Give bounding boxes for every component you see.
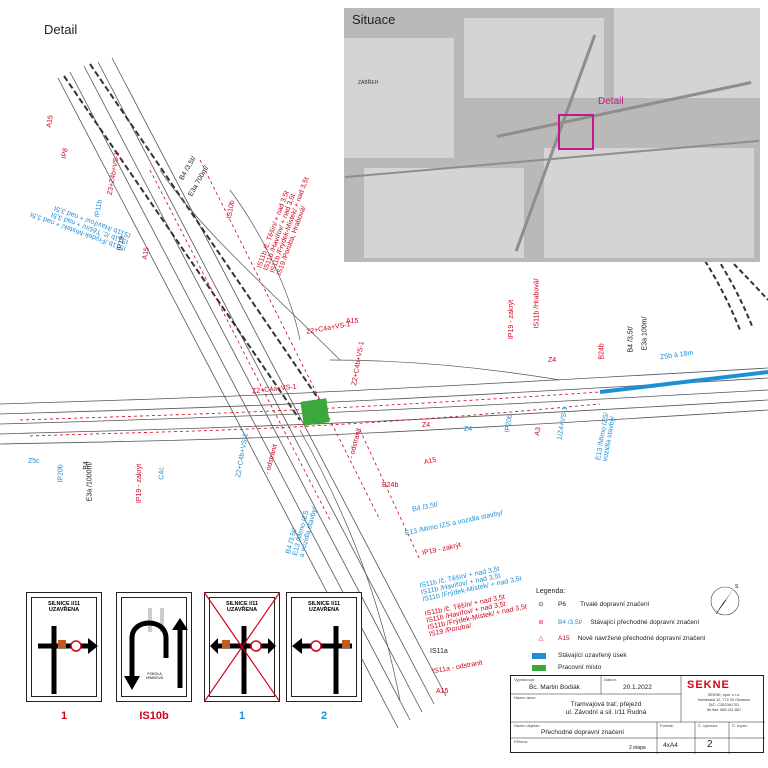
title-block-nazev-objektu-label: Název objektu:: [514, 723, 541, 728]
legend-item-closed: Stávající uzavřený úsek: [532, 652, 627, 659]
sign-card-is10b: POBOLA HRABOVÁ: [116, 592, 192, 702]
detail-location-marker: [558, 114, 594, 150]
plan-label-z4-b: Z4: [464, 426, 473, 433]
title-block-vypracoval: Bc. Martin Bodiák: [529, 684, 580, 691]
title-block-format-label: Formát:: [660, 723, 674, 728]
situace-title: Situace: [352, 12, 396, 27]
sign-number-1-blue: 1: [238, 710, 246, 722]
title-block-datum: 20.1.2022: [623, 684, 652, 691]
sign-number-is10b: IS10b: [139, 710, 169, 722]
sign-card-is10b-uturn-icon: [124, 608, 188, 690]
company-address: SEKNE, spol. s r.o. Hamerská 12, 772 00 …: [697, 693, 751, 712]
legend-item-permanent-symbol: P6: [558, 600, 566, 608]
legend-title: Legenda:: [536, 588, 566, 595]
sign-number-1: 1: [60, 710, 68, 722]
plan-label-a15-e: A15: [436, 688, 449, 695]
sign-number-2: 2: [320, 710, 328, 722]
sign-card-2: SILNICE I/11 UZAVŘENA: [286, 592, 362, 702]
existing-sign-icon: ⊘: [538, 619, 544, 626]
plan-label-c4c: C4c: [158, 467, 166, 480]
title-block-cislo-vykresu: 2: [707, 739, 713, 750]
new-sign-triangle-icon: △: [538, 635, 544, 642]
plan-label-z5c: Z5c: [28, 458, 40, 465]
closed-section-swatch: [532, 652, 546, 659]
permanent-sign-icon: ⊙: [538, 601, 544, 608]
sign-card-2-arrow-icon: [292, 626, 352, 694]
legend-item-workarea: Pracovní místo: [532, 664, 601, 671]
detail-title: Detail: [44, 22, 78, 37]
plan-label-ip19-zakryt: IP19 - zakrýt: [508, 299, 516, 340]
sign-card-cross-mark-icon: [204, 592, 280, 702]
title-block-vypracoval-label: Vypracoval:: [514, 677, 535, 682]
legend-item-existing-symbol: B4 /3,5t/: [558, 618, 583, 626]
legend-item-permanent: ⊙ P6 Trvalé dopravní značení: [532, 600, 650, 609]
plan-label-e3a-100: E3a 100m/: [641, 316, 649, 351]
title-block-cislo-vykresu-label: Č. výkresu:: [698, 723, 719, 728]
legend-item-new-symbol: A15: [558, 634, 570, 642]
plan-label-is11a: IS11a: [430, 648, 448, 655]
legend-item-new-text: Nově navržené přechodné dopravní značení: [577, 634, 706, 642]
sign-card-1-arrow-icon: [38, 626, 98, 694]
legend-item-permanent-text: Trvalé dopravní značení: [579, 600, 650, 608]
plan-label-a3: A3: [534, 426, 543, 437]
title-block-etapa: 2 etapa: [629, 745, 646, 751]
plan-label-z4-c: Z4: [422, 422, 431, 429]
plan-label-z4-a: Z4: [548, 357, 557, 364]
legend-item-closed-text: Stávající uzavřený úsek: [558, 652, 627, 659]
sign-card-1-crossed-header: SILNICE I/11 UZAVŘENA: [225, 601, 259, 613]
plan-label-b4-100: B4 /3,5t/: [627, 326, 635, 353]
title-block-nazev-akce: Tramvajová trať, přejezd ul. Závodní a s…: [565, 701, 647, 716]
title-block-datum-label: Datum:: [604, 677, 617, 682]
north-arrow-icon: S: [710, 584, 740, 616]
plan-label-e3a-b: E3a /1000m/: [86, 461, 94, 502]
title-block-nazev-akce-label: Název akce:: [514, 695, 537, 700]
title-block-grid: [511, 676, 765, 754]
legend-item-workarea-text: Pracovní místo: [558, 664, 602, 671]
situace-map: Situace ZÁBŘEH Detail: [344, 8, 760, 262]
sign-card-2-header: SILNICE I/11 UZAVŘENA: [307, 601, 341, 613]
plan-label-b24b: B24b: [598, 343, 606, 360]
title-block-nazev-objektu: Přechodné dopravní značení: [541, 729, 625, 736]
legend-item-existing-text: Stávající přechodné dopravní značení: [590, 618, 700, 626]
sign-card-1: SILNICE I/11 UZAVŘENA: [26, 592, 102, 702]
plan-label-ip20b: IP20b: [57, 464, 65, 483]
legend-item-existing: ⊘ B4 /3,5t/ Stávající přechodné dopravní…: [532, 618, 700, 627]
title-block-format: 4xA4: [663, 742, 678, 749]
situace-detail-label: Detail: [598, 96, 624, 107]
plan-label-a15-c: A15: [346, 318, 359, 325]
company-logo: SEKNE: [687, 679, 730, 691]
title-block-priloha-label: Příloha:: [514, 739, 528, 744]
plan-label-is11b-hrabova: IS11b /Hrabová/: [533, 278, 541, 329]
title-block: Vypracoval: Bc. Martin Bodiák Datum: 20.…: [510, 675, 765, 754]
plan-label-ip19-zakryt-2: IP19 - zakrýt: [136, 463, 144, 504]
map-place-label: ZÁBŘEH: [358, 80, 379, 86]
title-block-cislo-kopie-label: Č. kopie:: [732, 723, 748, 728]
legend-item-new: △ A15 Nově navržené přechodné dopravní z…: [532, 634, 706, 643]
sign-card-is10b-sub: POBOLA HRABOVÁ: [146, 672, 164, 680]
plan-label-b24b-b: B24b: [382, 482, 399, 489]
svg-text:S: S: [735, 584, 739, 590]
sign-card-1-header: SILNICE I/11 UZAVŘENA: [47, 601, 81, 613]
sign-card-1-crossed: SILNICE I/11 UZAVŘENA: [204, 592, 280, 702]
work-area-swatch: [532, 664, 546, 671]
